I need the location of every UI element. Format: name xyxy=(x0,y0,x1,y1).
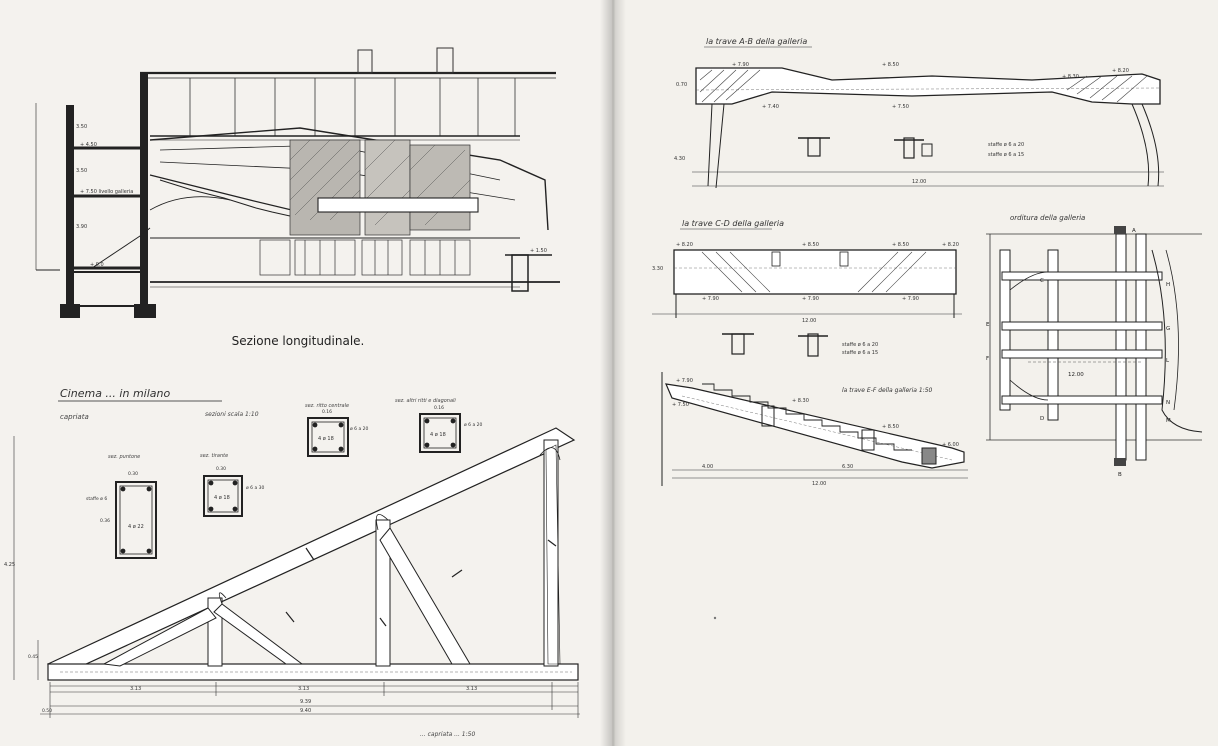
beam-ab-title: la trave A-B della galleria xyxy=(706,37,807,46)
section-dim-1: 3.50 xyxy=(76,124,87,130)
total-1: 9.39 xyxy=(300,699,311,705)
truss-subtitle: capriata xyxy=(60,413,89,421)
beam-ab-label-7: 4.30 xyxy=(674,156,685,162)
bottom-note: ... capriata ... 1:50 xyxy=(420,731,475,738)
plan-label-a: A xyxy=(1132,228,1136,234)
sec-ritto-title: sez. ritto centrale xyxy=(305,403,349,409)
beam-ab: + 7.90 + 8.50 + 7.40 + 7.50 + 8.30 + 8.2… xyxy=(674,62,1164,189)
beam-cd-label-8: + 7.90 xyxy=(902,296,919,302)
plan-dim: 12.00 xyxy=(1068,372,1084,378)
beam-ab-label-11: staffe ø 6 a 15 xyxy=(988,152,1024,158)
beam-cd-label-6: + 7.90 xyxy=(702,296,719,302)
plan-label-d: D xyxy=(1040,416,1044,422)
truss-elevation: 4.25 0.45 3.13 3.13 3.13 9.39 9.40 0.50 xyxy=(4,427,580,718)
sec-puntone-bars: 4 ø 22 xyxy=(128,524,144,530)
sec-puntone-dim-2: 0.36 xyxy=(100,518,110,524)
edge-dim: 0.50 xyxy=(42,708,52,714)
stairs-dim-1: 4.00 xyxy=(702,464,713,470)
plan-title: orditura della galleria xyxy=(1010,214,1085,222)
stairs-title: la trave E-F della galleria 1:50 xyxy=(842,387,933,394)
section-dim-3: + 7.50 livello galleria xyxy=(80,189,133,195)
plan-label-m: M xyxy=(1166,418,1171,424)
sec-diag-bars: 4 ø 18 xyxy=(430,432,446,438)
sec-diag-title: sez. altri ritti e diagonali xyxy=(395,398,456,404)
beam-cd-label-2: + 8.50 xyxy=(802,242,819,248)
beam-ab-label-5: + 8.30 xyxy=(1062,74,1079,80)
section-dim-6: + 0.0 xyxy=(90,262,104,268)
stairs-label-1: + 7.90 xyxy=(676,378,693,384)
beam-ab-label-8: 0.70 xyxy=(676,82,687,88)
truss-base: 0.45 xyxy=(28,654,38,660)
cross-section-puntone: sez. puntone 4 ø 22 0.30 0.36 staffe ø 6 xyxy=(86,454,157,559)
total-2: 9.40 xyxy=(300,708,311,714)
beam-cd-label-10: staffe ø 6 a 20 xyxy=(842,342,878,348)
cross-section-diagonali: sez. altri ritti e diagonali 4 ø 18 0.16… xyxy=(395,398,483,453)
span-2: 3.13 xyxy=(298,686,309,692)
beam-ab-label-3: + 7.40 xyxy=(762,104,779,110)
sec-ritto-stirrups: ø 6 a 20 xyxy=(350,426,369,432)
sec-tirante-dim: 0.30 xyxy=(216,466,226,472)
section-dim-4: 3.50 xyxy=(76,168,87,174)
plan-label-n: N xyxy=(1166,400,1170,406)
beam-cd-label-5: 3.30 xyxy=(652,266,663,272)
beam-ab-label-6: + 8.20 xyxy=(1112,68,1129,74)
plan-label-b: B xyxy=(1118,472,1122,478)
section-caption: Sezione longitudinale. xyxy=(232,334,365,348)
left-page: 3.50 + 4.50 + 7.50 livello galleria 3.50… xyxy=(0,0,612,746)
stairs-label-5: + 6.00 xyxy=(942,442,959,448)
beam-cd-title: la trave C-D della galleria xyxy=(682,219,784,228)
section-scale-note: sezioni scala 1:10 xyxy=(205,411,259,418)
sec-puntone-stirrups: staffe ø 6 xyxy=(86,496,107,502)
plan-label-e: E xyxy=(986,322,990,328)
gallery-plan: A B C D E F G H L M N 12.00 xyxy=(986,226,1203,478)
truss-height: 4.25 xyxy=(4,562,15,568)
beam-ab-label-1: + 7.90 xyxy=(732,62,749,68)
sec-ritto-bars: 4 ø 18 xyxy=(318,436,334,442)
beam-ab-label-10: staffe ø 6 a 20 xyxy=(988,142,1024,148)
beam-cd-label-11: staffe ø 6 a 15 xyxy=(842,350,878,356)
beam-cd-label-4: + 8.20 xyxy=(942,242,959,248)
beam-cd-label-7: + 7.90 xyxy=(802,296,819,302)
plan-label-f: F xyxy=(986,356,989,362)
sec-ritto-dim: 0.16 xyxy=(322,409,332,415)
section-dim-7: + 1.50 xyxy=(530,248,547,254)
plan-label-l: L xyxy=(1166,358,1170,364)
sec-puntone-title: sez. puntone xyxy=(108,454,140,460)
stairs-section: 4.00 6.30 12.00 + 7.90 + 7.50 + 8.30 + 8… xyxy=(661,372,968,487)
sec-tirante-stirrups: ø 6 a 30 xyxy=(246,485,265,491)
beam-cd-label-1: + 8.20 xyxy=(676,242,693,248)
beam-cd: + 8.20 + 8.50 + 8.50 + 8.20 3.30 + 7.90 … xyxy=(652,242,962,357)
span-3: 3.13 xyxy=(466,686,477,692)
stairs-dim-2: 6.30 xyxy=(842,464,853,470)
sec-tirante-title: sez. tirante xyxy=(200,453,228,459)
beam-cd-label-9: 12.00 xyxy=(802,318,816,324)
beam-cd-label-3: + 8.50 xyxy=(892,242,909,248)
beam-ab-label-4: + 7.50 xyxy=(892,104,909,110)
sec-puntone-dim-1: 0.30 xyxy=(128,471,138,477)
cross-section-ritto-centrale: sez. ritto centrale 4 ø 18 0.16 ø 6 a 20 xyxy=(305,403,369,457)
sec-diag-stirrups: ø 6 a 20 xyxy=(464,422,483,428)
plan-label-h: H xyxy=(1166,282,1170,288)
cross-section-tirante: sez. tirante 4 ø 18 0.30 ø 6 a 30 xyxy=(200,453,265,517)
sec-diag-dim: 0.16 xyxy=(434,405,444,411)
stairs-label-3: + 8.30 xyxy=(792,398,809,404)
stairs-dim-3: 12.00 xyxy=(812,481,826,487)
sec-tirante-bars: 4 ø 18 xyxy=(214,495,230,501)
stairs-label-4: + 8.50 xyxy=(882,424,899,430)
book-gutter xyxy=(600,0,626,746)
span-1: 3.13 xyxy=(130,686,141,692)
longitudinal-section: 3.50 + 4.50 + 7.50 livello galleria 3.50… xyxy=(35,47,560,318)
section-dim-5: 3.90 xyxy=(76,224,87,230)
beam-ab-label-9: 12.00 xyxy=(912,179,926,185)
truss-title: Cinema ... in milano xyxy=(60,387,170,400)
right-page: la trave A-B della galleria xyxy=(612,0,1218,746)
section-dim-2: + 4.50 xyxy=(80,142,97,148)
plan-label-c: C xyxy=(1040,278,1044,284)
plan-label-g: G xyxy=(1166,326,1170,332)
beam-ab-label-2: + 8.50 xyxy=(882,62,899,68)
stairs-label-2: + 7.50 xyxy=(672,402,689,408)
right-page-drawing: la trave A-B della galleria xyxy=(652,37,1203,620)
left-page-drawing: 3.50 + 4.50 + 7.50 livello galleria 3.50… xyxy=(4,47,580,738)
